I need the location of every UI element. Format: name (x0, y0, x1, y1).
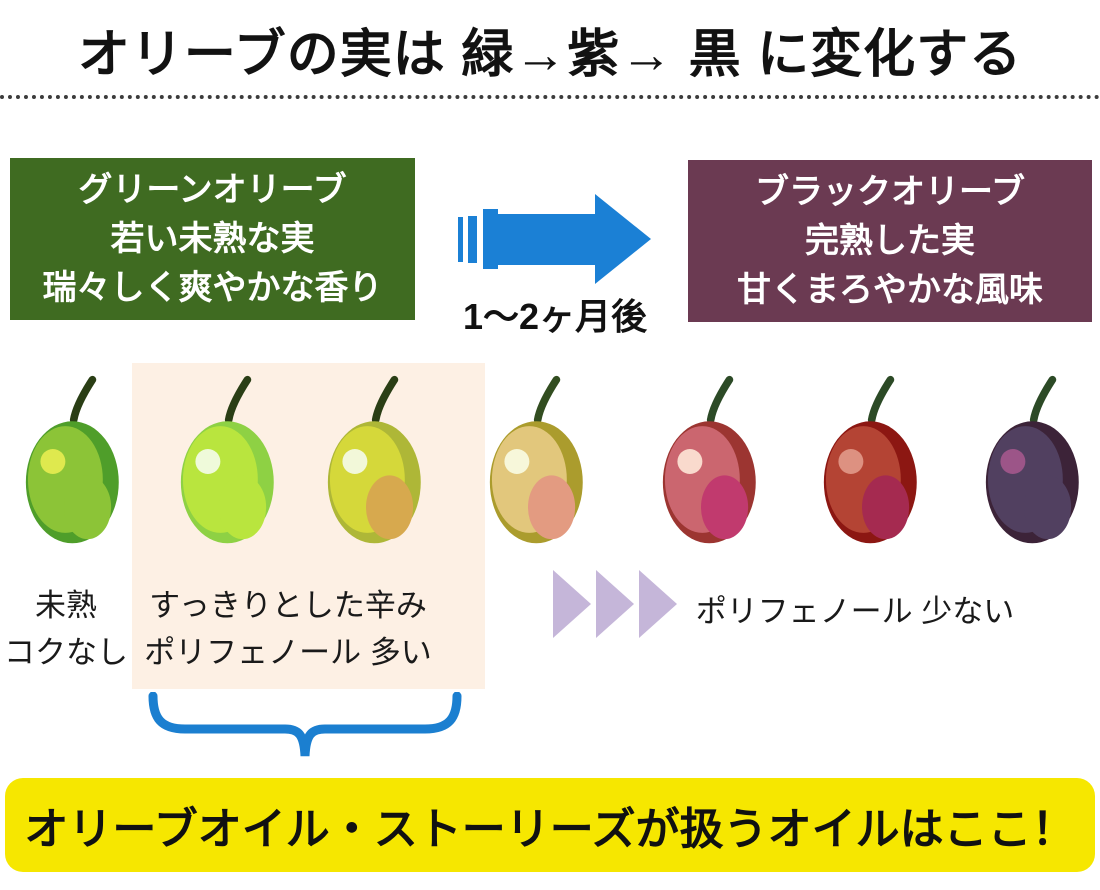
olive-stage-1 (25, 375, 119, 544)
arrow-stripe-3 (483, 209, 498, 269)
triangle-3 (639, 570, 677, 638)
green-olive-note: すっきりとした辛み ポリフェノール 多い (132, 582, 444, 676)
unripe-note-line1: 未熟 (35, 588, 97, 623)
green-olive-box: グリーンオリーブ 若い未熟な実 瑞々しく爽やかな香り (10, 158, 415, 320)
olive-stage-4 (489, 375, 583, 544)
olive-stem (1029, 375, 1057, 424)
olive-stem (706, 375, 734, 424)
olive-patch (861, 475, 910, 540)
black-olive-box-line1: ブラックオリーブ (755, 172, 1025, 211)
olive-highlight (195, 449, 221, 474)
arrow-head (595, 194, 651, 284)
arrow-stripe-1 (458, 217, 463, 262)
olive-stem (867, 375, 895, 424)
olive-stem (371, 375, 399, 424)
bottom-banner: オリーブオイル・ストーリーズが扱うオイルはここ！ (5, 778, 1095, 872)
arrow-duration-label: 1〜2ヶ月後 (462, 296, 648, 337)
olive-stage-2 (180, 375, 274, 544)
black-olive-box: ブラックオリーブ 完熟した実 甘くまろやかな風味 (688, 160, 1092, 322)
bottom-banner-text: オリーブオイル・ストーリーズが扱うオイルはここ！ (24, 805, 1076, 854)
black-olive-note-line1: ポリフェノール 少ない (695, 594, 1015, 629)
page-title: オリーブの実は 緑→紫→ 黒 に変化する (77, 26, 1023, 84)
olive-patch (700, 475, 749, 540)
fast-forward-triangles-icon (553, 570, 677, 638)
olive-stage-7 (985, 375, 1079, 544)
arrow-body (498, 214, 596, 265)
olive-patch (1023, 475, 1072, 540)
dotted-divider (0, 95, 1100, 99)
highlight-panel (132, 363, 485, 689)
green-olive-box-line2: 若い未熟な実 (110, 219, 315, 258)
under-brace-icon (148, 692, 462, 757)
green-olive-note-line1: すっきりとした辛み (149, 588, 427, 623)
unripe-note-line2: コクなし (4, 635, 128, 670)
unripe-note: 未熟 コクなし (0, 582, 132, 676)
brace-path (148, 692, 462, 757)
arrow-stripe-2 (468, 216, 477, 263)
black-olive-note: ポリフェノール 少ない (655, 588, 1055, 635)
olive-stage-3 (327, 375, 421, 544)
olive-highlight (504, 449, 530, 474)
olive-patch (365, 475, 414, 540)
olive-stage-5 (662, 375, 756, 544)
olive-highlight (838, 449, 864, 474)
olive-stem (533, 375, 561, 424)
green-olive-note-line2: ポリフェノール 多い (144, 635, 432, 670)
olive-highlight (1000, 449, 1026, 474)
olive-stem (69, 375, 97, 424)
olive-patch (63, 475, 112, 540)
olive-highlight (677, 449, 703, 474)
triangle-1 (553, 570, 591, 638)
transition-arrow-icon (458, 194, 651, 284)
black-olive-box-line3: 甘くまろやかな風味 (737, 270, 1043, 309)
olive-stem (224, 375, 252, 424)
green-olive-box-line3: 瑞々しく爽やかな香り (42, 268, 383, 307)
olive-patch (218, 475, 267, 540)
olive-stage-6 (823, 375, 917, 544)
olive-highlight (342, 449, 368, 474)
olive-highlight (40, 449, 66, 474)
olive-patch (527, 475, 576, 540)
green-olive-box-line1: グリーンオリーブ (78, 170, 347, 209)
black-olive-box-line2: 完熟した実 (805, 221, 975, 260)
triangle-2 (596, 570, 634, 638)
